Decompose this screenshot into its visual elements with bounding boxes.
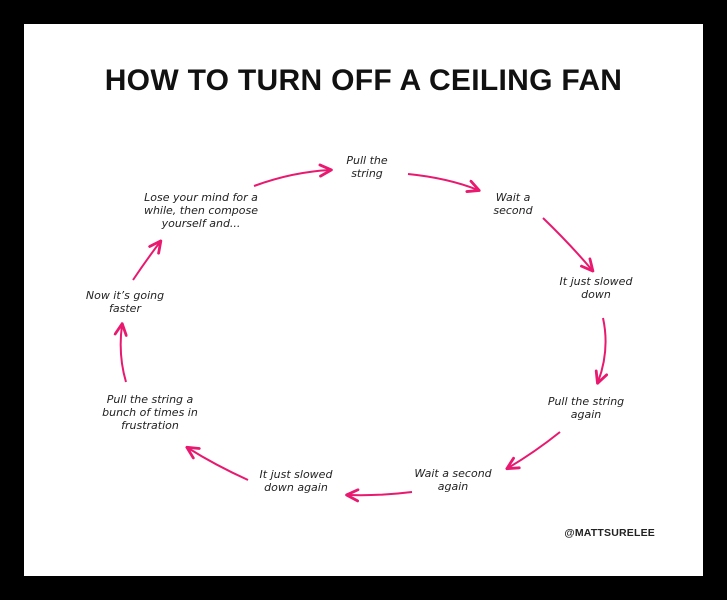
step-lose-your-mind: Lose your mind for a while, then compose…	[143, 191, 259, 230]
step-pull-the-string: Pull the string	[346, 154, 388, 180]
step-it-just-slowed-down: It just slowed down	[559, 275, 633, 301]
step-wait-a-second-again: Wait a second again	[414, 467, 492, 493]
arrow-slowed-to-pull-again	[594, 317, 609, 385]
step-it-just-slowed-down-again: It just slowed down again	[259, 468, 333, 494]
arrow-faster-to-lose-mind	[132, 239, 163, 281]
diagram-canvas	[24, 24, 703, 576]
arrow-slowed-again-to-frustration	[185, 445, 249, 481]
arrow-lose-mind-to-string	[253, 163, 333, 187]
step-pull-the-string-frustration: Pull the string a bunch of times in frus…	[102, 393, 198, 432]
step-now-its-going-faster: Now it’s going faster	[85, 289, 165, 315]
author-credit: @MATTSURELEE	[564, 527, 655, 539]
diagram-title: HOW TO TURN OFF A CEILING FAN	[104, 64, 623, 97]
arrow-wait-again-to-slowed-again	[345, 488, 413, 503]
step-pull-the-string-again: Pull the string again	[547, 395, 625, 421]
arrow-pull-again-to-wait-again	[505, 431, 561, 471]
arrow-frustration-to-faster	[113, 322, 128, 383]
step-wait-a-second: Wait a second	[493, 191, 533, 217]
arrow-string-to-wait	[407, 173, 481, 193]
arrow-wait-to-slowed	[542, 217, 595, 273]
